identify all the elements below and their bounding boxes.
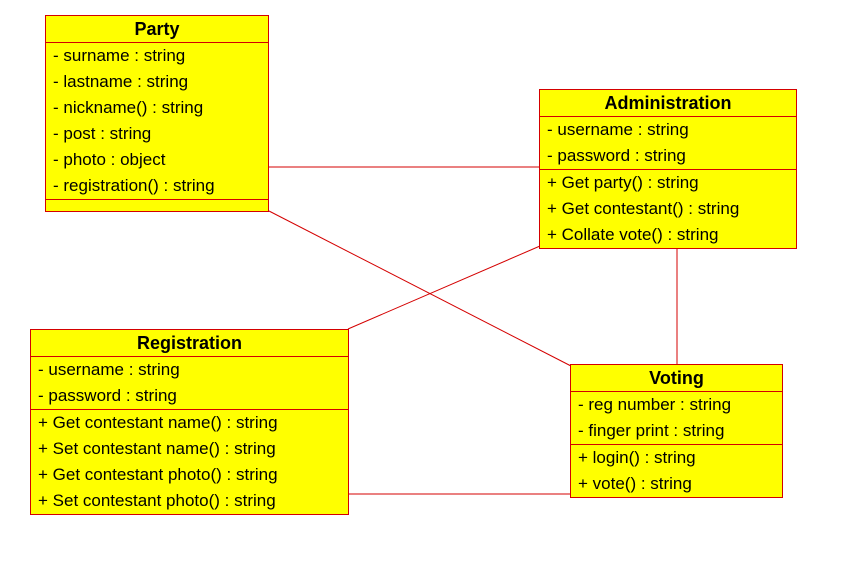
class-administration-operation: + Collate vote() : string — [547, 225, 719, 244]
class-voting-operation: + login() : string — [578, 448, 696, 467]
class-voting-name: Voting — [571, 365, 782, 392]
class-voting-operations: + login() : string + vote() : string — [571, 445, 782, 497]
class-voting[interactable]: Voting - reg number : string - finger pr… — [570, 364, 783, 498]
class-registration-attribute: - password : string — [38, 386, 177, 405]
association-administration-registration — [347, 245, 541, 330]
class-administration-operations: + Get party() : string + Get contestant(… — [540, 170, 796, 248]
class-voting-attributes: - reg number : string - finger print : s… — [571, 392, 782, 445]
class-administration-name: Administration — [540, 90, 796, 117]
class-party[interactable]: Party - surname : string - lastname : st… — [45, 15, 269, 212]
class-registration-operations: + Get contestant name() : string + Set c… — [31, 410, 348, 514]
class-party-attributes: - surname : string - lastname : string -… — [46, 43, 268, 200]
class-registration-operation: + Get contestant photo() : string — [38, 465, 278, 484]
class-party-attribute: - photo : object — [53, 150, 166, 169]
class-administration-attribute: - password : string — [547, 146, 686, 165]
class-administration-attribute: - username : string — [547, 120, 689, 139]
class-administration-attributes: - username : string - password : string — [540, 117, 796, 170]
class-registration-attribute: - username : string — [38, 360, 180, 379]
class-party-attribute: - lastname : string — [53, 72, 189, 91]
class-registration-operation: + Set contestant photo() : string — [38, 491, 276, 510]
class-voting-attribute: - reg number : string — [578, 395, 732, 414]
class-party-attribute: - registration() : string — [53, 176, 215, 195]
class-registration-name: Registration — [31, 330, 348, 357]
class-party-name: Party — [46, 16, 268, 43]
class-party-attribute: - nickname() : string — [53, 98, 204, 117]
association-party-voting — [268, 210, 572, 367]
class-registration-attributes: - username : string - password : string — [31, 357, 348, 410]
class-administration-operation: + Get party() : string — [547, 173, 699, 192]
class-party-operations — [46, 200, 268, 211]
class-voting-attribute: - finger print : string — [578, 421, 725, 440]
class-party-attribute: - surname : string — [53, 46, 186, 65]
class-registration-operation: + Set contestant name() : string — [38, 439, 276, 458]
class-administration-operation: + Get contestant() : string — [547, 199, 740, 218]
class-administration[interactable]: Administration - username : string - pas… — [539, 89, 797, 249]
class-party-attribute: - post : string — [53, 124, 152, 143]
class-registration[interactable]: Registration - username : string - passw… — [30, 329, 349, 515]
class-voting-operation: + vote() : string — [578, 474, 692, 493]
class-registration-operation: + Get contestant name() : string — [38, 413, 278, 432]
